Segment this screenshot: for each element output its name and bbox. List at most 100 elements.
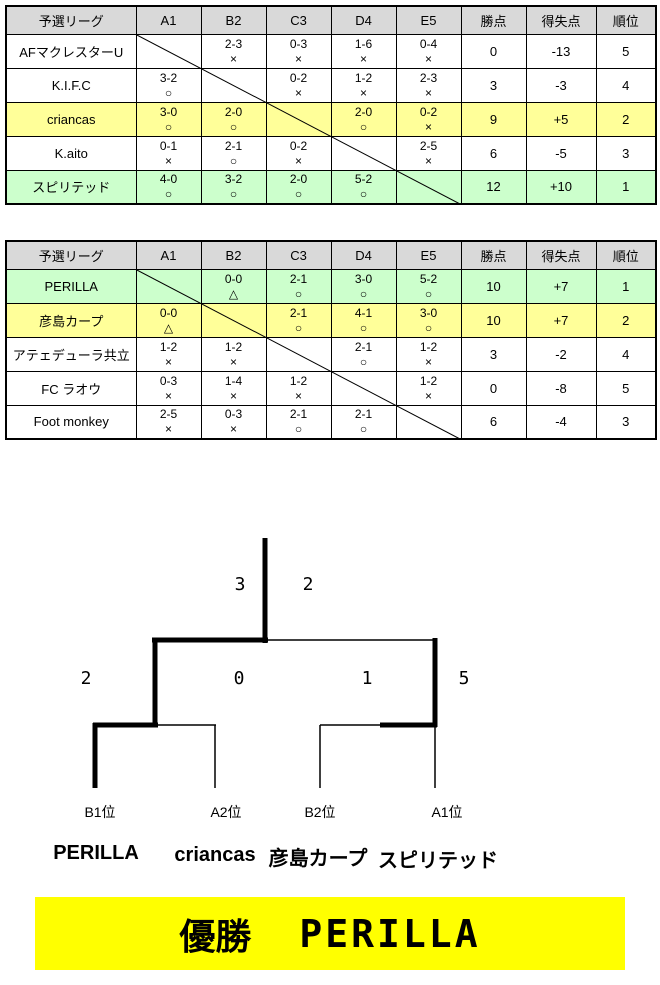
match-result-cell: 2-1○: [265, 268, 332, 304]
match-result-cell: 1-2×: [395, 336, 462, 372]
match-result-cell: 0-0△: [200, 268, 267, 304]
match-score: 1-2: [419, 373, 438, 388]
match-mark: ○: [359, 354, 368, 369]
rank-cell: 1: [595, 169, 657, 205]
match-score: 2-0: [289, 172, 308, 187]
match-score: 0-3: [159, 373, 178, 388]
match-mark: ○: [294, 320, 303, 335]
match-result-cell: 2-0○: [200, 101, 267, 137]
match-score: 1-2: [419, 339, 438, 354]
match-result-cell: 0-0△: [135, 302, 202, 338]
match-mark: ×: [164, 354, 172, 369]
match-result-cell: 3-0○: [330, 268, 397, 304]
match-score: 0-2: [289, 70, 308, 85]
column-header: B2: [200, 240, 267, 270]
match-mark: △: [163, 320, 174, 335]
match-mark: ○: [359, 320, 368, 335]
match-score: 2-1: [354, 339, 373, 354]
match-mark: ×: [359, 51, 367, 66]
match-result-cell: [395, 169, 462, 205]
points-cell: 0: [460, 33, 527, 69]
goal-diff-cell: -3: [525, 67, 597, 103]
match-result-cell: [265, 336, 332, 372]
seed-label-b1: B1位: [84, 804, 116, 820]
goal-diff-cell: -2: [525, 336, 597, 372]
match-score: 0-2: [289, 138, 308, 153]
match-score: 2-5: [159, 407, 178, 422]
match-result-cell: 3-2○: [135, 67, 202, 103]
column-header: 予選リーグ: [5, 240, 137, 270]
rank-cell: 5: [595, 33, 657, 69]
match-mark: ○: [164, 119, 173, 134]
match-result-cell: 2-1○: [330, 336, 397, 372]
match-result-cell: [135, 33, 202, 69]
goal-diff-cell: +7: [525, 268, 597, 304]
match-mark: ×: [164, 153, 172, 168]
match-result-cell: [135, 268, 202, 304]
match-score: 2-1: [289, 271, 308, 286]
match-score: 0-0: [224, 271, 243, 286]
team-name: AFマクレスターU: [5, 33, 137, 69]
match-result-cell: 2-1○: [330, 404, 397, 440]
match-result-cell: 5-2○: [395, 268, 462, 304]
match-score: 2-0: [354, 104, 373, 119]
goal-diff-cell: -4: [525, 404, 597, 440]
match-mark: ×: [294, 388, 302, 403]
match-mark: ×: [424, 354, 432, 369]
points-cell: 3: [460, 67, 527, 103]
rank-cell: 2: [595, 302, 657, 338]
match-result-cell: 2-1○: [200, 135, 267, 171]
column-header: C3: [265, 240, 332, 270]
match-result-cell: 3-0○: [135, 101, 202, 137]
match-mark: ○: [164, 85, 173, 100]
match-result-cell: 3-0○: [395, 302, 462, 338]
match-mark: ○: [359, 119, 368, 134]
team-name: 彦島カープ: [5, 302, 137, 338]
rank-cell: 1: [595, 268, 657, 304]
match-score: 3-0: [159, 104, 178, 119]
points-cell: 10: [460, 302, 527, 338]
match-mark: ×: [424, 119, 432, 134]
match-result-cell: [200, 67, 267, 103]
match-result-cell: 1-2×: [395, 370, 462, 406]
goal-diff-cell: +5: [525, 101, 597, 137]
semi-right-score-right: 5: [458, 668, 470, 689]
seed-label-a1: A1位: [431, 804, 463, 820]
match-result-cell: 1-4×: [200, 370, 267, 406]
points-cell: 0: [460, 370, 527, 406]
bracket-team-spirited: スピリテッド: [378, 850, 498, 872]
match-score: 3-2: [159, 70, 178, 85]
match-score: 4-0: [159, 172, 178, 187]
column-header: 順位: [595, 240, 657, 270]
match-result-cell: 4-0○: [135, 169, 202, 205]
column-header: B2: [200, 5, 267, 35]
column-header: A1: [135, 5, 202, 35]
match-score: 2-3: [224, 36, 243, 51]
match-score: 2-1: [354, 407, 373, 422]
match-result-cell: 2-5×: [135, 404, 202, 440]
match-score: 0-4: [419, 36, 438, 51]
match-score: 4-1: [354, 305, 373, 320]
match-result-cell: 0-2×: [395, 101, 462, 137]
points-cell: 6: [460, 135, 527, 171]
bracket-lines: [92, 538, 438, 788]
match-mark: ○: [294, 422, 303, 437]
column-header: 得失点: [525, 240, 597, 270]
final-score-left: 3: [234, 574, 246, 595]
team-name: アテェデューラ共立: [5, 336, 137, 372]
rank-cell: 5: [595, 370, 657, 406]
goal-diff-cell: -8: [525, 370, 597, 406]
match-result-cell: 1-2×: [135, 336, 202, 372]
match-result-cell: 1-2×: [265, 370, 332, 406]
column-header: 勝点: [460, 240, 527, 270]
match-result-cell: 0-3×: [135, 370, 202, 406]
match-result-cell: 2-0○: [265, 169, 332, 205]
match-score: 3-0: [419, 305, 438, 320]
